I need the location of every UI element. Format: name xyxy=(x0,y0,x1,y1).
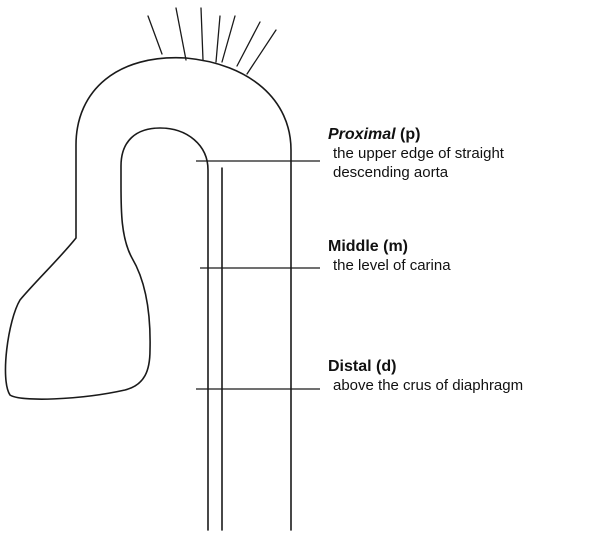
branch-vessel-line xyxy=(148,16,162,54)
middle-abbrev: (m) xyxy=(383,238,408,255)
proximal-term: Proximal xyxy=(328,126,396,143)
middle-description: the level of carina xyxy=(333,256,451,275)
middle-label: Middle (m) the level of carina xyxy=(328,237,451,275)
branch-vessel-line xyxy=(216,16,220,62)
distal-term: Distal xyxy=(328,358,372,375)
arch-branch-vessels xyxy=(148,8,276,74)
aortic-arch-outer-wall xyxy=(5,58,291,530)
proximal-title: Proximal (p) xyxy=(328,125,504,144)
proximal-description-line2: descending aorta xyxy=(333,163,504,182)
branch-vessel-line xyxy=(222,16,235,62)
distal-description: above the crus of diaphragm xyxy=(333,376,523,395)
proximal-description-line1: the upper edge of straight xyxy=(333,144,504,163)
distal-title: Distal (d) xyxy=(328,357,523,376)
branch-vessel-line xyxy=(201,8,203,60)
proximal-abbrev: (p) xyxy=(400,126,420,143)
branch-vessel-line xyxy=(176,8,186,60)
distal-abbrev: (d) xyxy=(376,358,396,375)
middle-title: Middle (m) xyxy=(328,237,451,256)
branch-vessel-line xyxy=(247,30,276,74)
distal-label: Distal (d) above the crus of diaphragm xyxy=(328,357,523,395)
proximal-label: Proximal (p) the upper edge of straight … xyxy=(328,125,504,182)
middle-term: Middle xyxy=(328,238,379,255)
